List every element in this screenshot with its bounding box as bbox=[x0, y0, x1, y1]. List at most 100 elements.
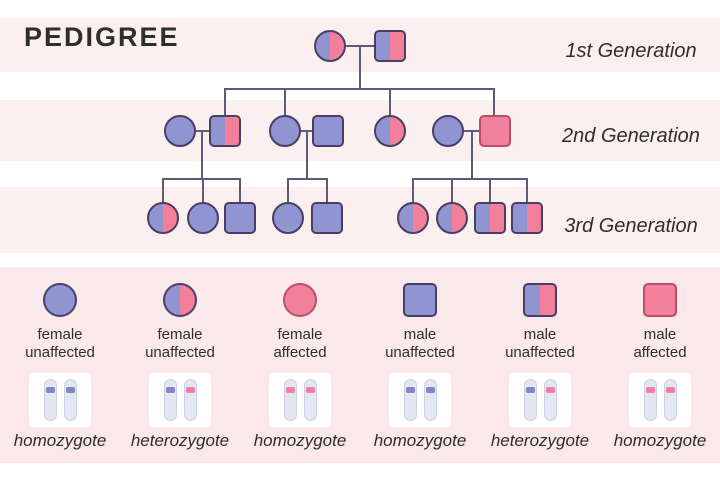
tree-line bbox=[201, 131, 203, 180]
tree-line bbox=[239, 178, 241, 204]
chromosome-band bbox=[305, 387, 315, 393]
tree-line bbox=[224, 88, 495, 90]
genotype-label: homozygote bbox=[613, 431, 707, 450]
tree-line bbox=[196, 130, 210, 132]
legend-label-line: unaffected bbox=[25, 344, 95, 361]
tree-line bbox=[284, 88, 286, 116]
gen2-son-carrier bbox=[209, 115, 241, 147]
tree-line bbox=[306, 131, 308, 180]
chromosome-pair-icon bbox=[149, 373, 211, 427]
genotype-label: homozygote bbox=[253, 431, 347, 450]
chromosome-pair-icon bbox=[509, 373, 571, 427]
tree-line bbox=[412, 178, 528, 180]
chromosome-band bbox=[425, 387, 435, 393]
legend-label-line: female bbox=[157, 326, 203, 343]
chromosome-icon-pink bbox=[283, 379, 297, 421]
tree-line bbox=[471, 131, 473, 180]
gen3-granddaughter-carrier-3 bbox=[436, 202, 468, 234]
generation-label-3: 3rd Generation bbox=[564, 215, 698, 237]
tree-line bbox=[162, 178, 164, 204]
background-band bbox=[0, 267, 720, 463]
chromosome-band bbox=[65, 387, 75, 393]
tree-line bbox=[202, 178, 204, 204]
legend-symbol-circle-carrier bbox=[163, 283, 197, 317]
chromosome-icon-pink bbox=[543, 379, 557, 421]
gen2-spouse-female-unaffected-2 bbox=[432, 115, 464, 147]
gen3-grandson-unaffected bbox=[224, 202, 256, 234]
chromosome-icon-blue bbox=[63, 379, 77, 421]
legend-symbol-square-affected bbox=[643, 283, 677, 317]
legend-label-line: unaffected bbox=[385, 344, 455, 361]
legend-symbol-square-unaffected bbox=[403, 283, 437, 317]
chromosome-icon-blue bbox=[403, 379, 417, 421]
legend-label-line: female bbox=[37, 326, 83, 343]
tree-line bbox=[526, 178, 528, 204]
tree-line bbox=[287, 178, 328, 180]
gen2-daughter-unaffected bbox=[269, 115, 301, 147]
gen2-spouse-female-unaffected bbox=[164, 115, 196, 147]
chromosome-band bbox=[165, 387, 175, 393]
chromosome-pair-icon bbox=[269, 373, 331, 427]
gen3-granddaughter-carrier-2 bbox=[397, 202, 429, 234]
chromosome-band bbox=[45, 387, 55, 393]
tree-line bbox=[489, 178, 491, 204]
background-band bbox=[0, 187, 720, 253]
legend-label-line: male bbox=[643, 326, 677, 343]
legend-label-line: unaffected bbox=[505, 344, 575, 361]
legend-label-line: affected bbox=[273, 344, 327, 361]
gen3-granddaughter-unaffected bbox=[187, 202, 219, 234]
legend-label-line: affected bbox=[633, 344, 687, 361]
generation-label-1: 1st Generation bbox=[565, 40, 697, 62]
genotype-label: heterozygote bbox=[130, 431, 230, 450]
chromosome-band bbox=[665, 387, 675, 393]
tree-line bbox=[162, 178, 241, 180]
legend-label-line: unaffected bbox=[145, 344, 215, 361]
chromosome-band bbox=[545, 387, 555, 393]
gen2-son-affected bbox=[479, 115, 511, 147]
gen3-grandson-carrier-2 bbox=[511, 202, 543, 234]
chromosome-icon-blue bbox=[163, 379, 177, 421]
gen2-daughter-carrier bbox=[374, 115, 406, 147]
chromosome-band bbox=[405, 387, 415, 393]
chromosome-icon-blue bbox=[423, 379, 437, 421]
chromosome-pair-icon bbox=[389, 373, 451, 427]
tree-line bbox=[493, 88, 495, 116]
genotype-label: homozygote bbox=[373, 431, 467, 450]
legend-symbol-circle-affected bbox=[283, 283, 317, 317]
chromosome-icon-blue bbox=[523, 379, 537, 421]
tree-line bbox=[389, 88, 391, 116]
page-title: PEDIGREE bbox=[24, 22, 180, 52]
chromosome-icon-pink bbox=[303, 379, 317, 421]
tree-line bbox=[451, 178, 453, 204]
generation-label-2: 2nd Generation bbox=[562, 125, 700, 147]
chromosome-icon-blue bbox=[43, 379, 57, 421]
tree-line bbox=[326, 178, 328, 204]
legend-symbol-circle-unaffected bbox=[43, 283, 77, 317]
gen1-father-carrier bbox=[374, 30, 406, 62]
chromosome-icon-pink bbox=[183, 379, 197, 421]
legend-label-line: male bbox=[403, 326, 437, 343]
gen3-granddaughter-carrier bbox=[147, 202, 179, 234]
tree-line bbox=[359, 46, 361, 90]
chromosome-pair-icon bbox=[629, 373, 691, 427]
gen1-mother-carrier bbox=[314, 30, 346, 62]
background-band bbox=[0, 100, 720, 161]
gen2-spouse-male-unaffected bbox=[312, 115, 344, 147]
genotype-label: heterozygote bbox=[490, 431, 590, 450]
chromosome-icon-pink bbox=[663, 379, 677, 421]
chromosome-pair-icon bbox=[29, 373, 91, 427]
chromosome-icon-pink bbox=[643, 379, 657, 421]
chromosome-band bbox=[285, 387, 295, 393]
legend-label-line: male bbox=[523, 326, 557, 343]
chromosome-band bbox=[645, 387, 655, 393]
chromosome-band bbox=[525, 387, 535, 393]
legend-label-line: female bbox=[277, 326, 323, 343]
gen3-grandson-unaffected-2 bbox=[311, 202, 343, 234]
tree-line bbox=[287, 178, 289, 204]
